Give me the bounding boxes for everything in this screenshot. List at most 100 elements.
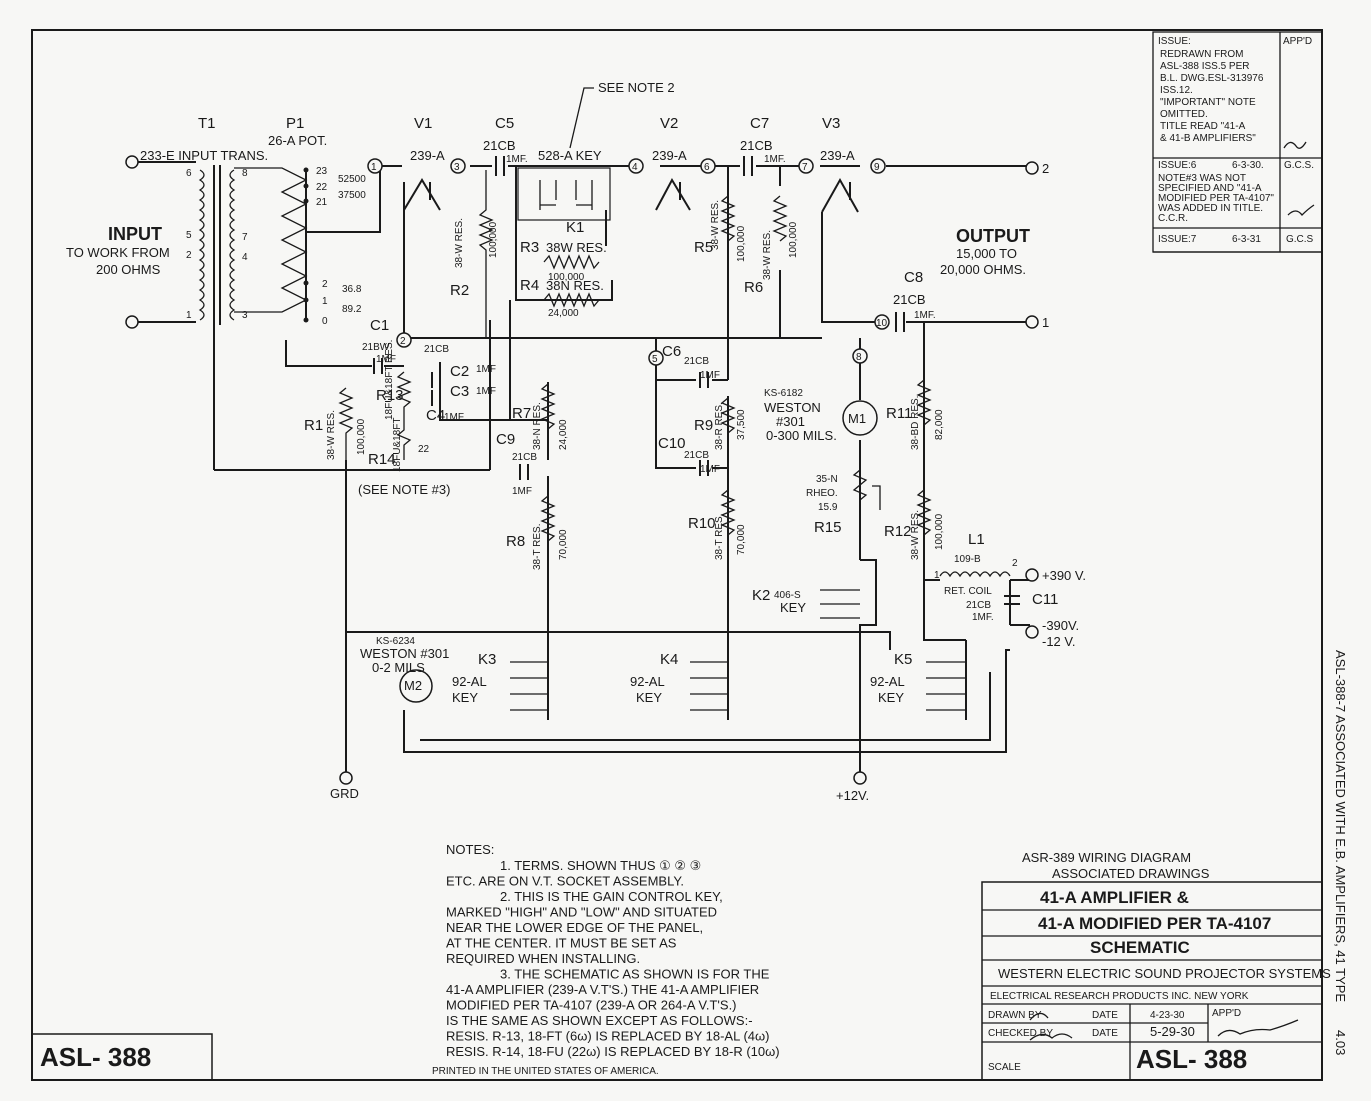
svg-text:0: 0	[322, 316, 328, 327]
issue-6-date: 6-3-30.	[1232, 160, 1264, 171]
main-wiring	[214, 165, 1030, 780]
capacitor-c7: C7 21CB 1MF.	[740, 115, 786, 176]
svg-text:V3: V3	[822, 115, 840, 132]
svg-text:2: 2	[1042, 161, 1049, 176]
svg-text:4: 4	[242, 252, 248, 263]
iss5-line: B.L. DWG.ESL-313976	[1160, 73, 1264, 84]
svg-text:92-AL: 92-AL	[630, 674, 665, 689]
svg-text:KEY: KEY	[636, 690, 662, 705]
svg-text:3: 3	[454, 162, 460, 173]
svg-text:C8: C8	[904, 269, 923, 286]
svg-text:38W RES.: 38W RES.	[546, 240, 607, 255]
svg-text:C2: C2	[450, 363, 469, 380]
svg-text:KEY: KEY	[878, 690, 904, 705]
svg-text:WESTON #301: WESTON #301	[360, 646, 449, 661]
svg-text:+390 V.: +390 V.	[1042, 568, 1086, 583]
output-title: OUTPUT	[956, 226, 1030, 246]
svg-text:37500: 37500	[338, 190, 366, 201]
svg-text:M2: M2	[404, 678, 422, 693]
svg-text:8: 8	[242, 168, 248, 179]
svg-text:C5: C5	[495, 115, 514, 132]
approval-signature	[1283, 141, 1315, 216]
svg-text:1: 1	[934, 570, 940, 581]
svg-text:R3: R3	[520, 239, 539, 256]
svg-text:7: 7	[242, 232, 248, 243]
terminal-minus-390v[interactable]	[1025, 625, 1039, 639]
side-caption: ASL-388-7 ASSOCIATED WITH E.B. AMPLIFIER…	[1333, 650, 1348, 1002]
svg-text:18FU&18FT RES.: 18FU&18FT RES.	[384, 340, 395, 420]
svg-text:5: 5	[186, 230, 192, 241]
input-terminal-top[interactable]	[125, 155, 139, 169]
p1-potentiometer[interactable]: 23 22 21 2 1 0 52500 37500 36.8 89.2	[234, 166, 366, 327]
note-line: 2. THIS IS THE GAIN CONTROL KEY,	[500, 889, 723, 904]
resistor-r9: 38-R RES. 37,500 R9	[694, 397, 747, 460]
resistor-r6: 38-W RES. 100,000 R6	[744, 195, 799, 296]
svg-text:R13: R13	[376, 387, 404, 404]
svg-text:1: 1	[186, 310, 192, 321]
svg-text:22: 22	[418, 444, 430, 455]
rheostat-r15[interactable]: 35-N RHEO. 15.9 R15	[806, 469, 881, 536]
svg-text:21CB: 21CB	[740, 138, 773, 153]
ground-terminal[interactable]	[339, 771, 353, 785]
svg-text:239-A: 239-A	[820, 148, 855, 163]
side-code: 4.03	[1333, 1030, 1348, 1055]
title-line-2: 41-A MODIFIED PER TA-4107	[1038, 914, 1271, 933]
output-terminal-2[interactable]	[1025, 161, 1039, 175]
key-k2[interactable]: K2 406-S KEY	[752, 587, 860, 619]
svg-text:7: 7	[802, 162, 808, 173]
meter-m2: M2 KS-6234 WESTON #301 0-2 MILS	[360, 636, 449, 703]
svg-text:38-W RES.: 38-W RES.	[710, 200, 721, 250]
capacitor-c6: C6 21CB 1MF	[662, 343, 720, 388]
notes-heading: NOTES:	[446, 842, 494, 857]
resistor-r4: R4 38N RES. 24,000	[520, 277, 604, 319]
key-k3[interactable]: K3 92-AL KEY	[452, 651, 548, 711]
svg-text:1MF: 1MF	[476, 386, 496, 397]
svg-text:1MF.: 1MF.	[972, 612, 994, 623]
svg-text:22: 22	[316, 182, 328, 193]
signatures	[1029, 1012, 1299, 1041]
svg-text:K3: K3	[478, 651, 496, 668]
svg-text:CHECKED BY: CHECKED BY	[988, 1028, 1053, 1039]
svg-text:82,000: 82,000	[934, 409, 945, 440]
title-line-4: WESTERN ELECTRIC SOUND PROJECTOR SYSTEMS	[998, 966, 1331, 981]
output-terminal-1[interactable]	[1025, 315, 1039, 329]
title-block: ASR-389 WIRING DIAGRAM ASSOCIATED DRAWIN…	[981, 850, 1331, 1081]
issue-7-date: 6-3-31	[1232, 234, 1261, 245]
svg-text:21CB: 21CB	[424, 344, 449, 355]
issue-header: ISSUE:	[1158, 36, 1191, 47]
note-line: 41-A AMPLIFIER (239-A V.T'S.) THE 41-A A…	[446, 982, 759, 997]
svg-text:R6: R6	[744, 279, 763, 296]
t1-desc: 233-E INPUT TRANS.	[140, 148, 268, 163]
meter-m1: M1 KS-6182 WESTON #301 0-300 MILS.	[764, 388, 878, 443]
key-k4[interactable]: K4 92-AL KEY	[630, 651, 728, 711]
svg-text:100,000: 100,000	[548, 272, 585, 283]
input-terminal-bottom[interactable]	[125, 315, 139, 329]
svg-text:1MF.: 1MF.	[506, 154, 528, 165]
svg-text:C1: C1	[370, 317, 389, 334]
key-k5[interactable]: K5 92-AL KEY	[870, 651, 966, 711]
svg-text:DATE: DATE	[1092, 1028, 1118, 1039]
tube-v3: V3 239-A	[820, 115, 859, 213]
svg-text:R9: R9	[694, 417, 713, 434]
svg-text:6: 6	[704, 162, 710, 173]
svg-text:WESTON: WESTON	[764, 400, 821, 415]
svg-text:38-W RES.: 38-W RES.	[454, 218, 465, 268]
plus-12v-label: +12V.	[836, 788, 869, 803]
svg-text:100,000: 100,000	[356, 418, 367, 455]
svg-text:100,000: 100,000	[788, 221, 799, 258]
svg-text:1MF: 1MF	[444, 412, 464, 423]
terminal-plus-12v[interactable]	[853, 771, 867, 785]
iss6-line: C.C.R.	[1158, 213, 1188, 224]
terminal-plus-390v[interactable]	[1025, 568, 1039, 582]
svg-text:100,000: 100,000	[488, 221, 499, 258]
gain-control-key-528a[interactable]: SEE NOTE 2 528-A KEY K1	[517, 80, 675, 236]
svg-text:C7: C7	[750, 115, 769, 132]
svg-text:C3: C3	[450, 383, 469, 400]
svg-text:1MF: 1MF	[700, 370, 720, 381]
svg-text:15.9: 15.9	[818, 502, 838, 513]
svg-text:24,000: 24,000	[558, 419, 569, 450]
svg-text:5: 5	[652, 354, 658, 365]
svg-text:V2: V2	[660, 115, 678, 132]
